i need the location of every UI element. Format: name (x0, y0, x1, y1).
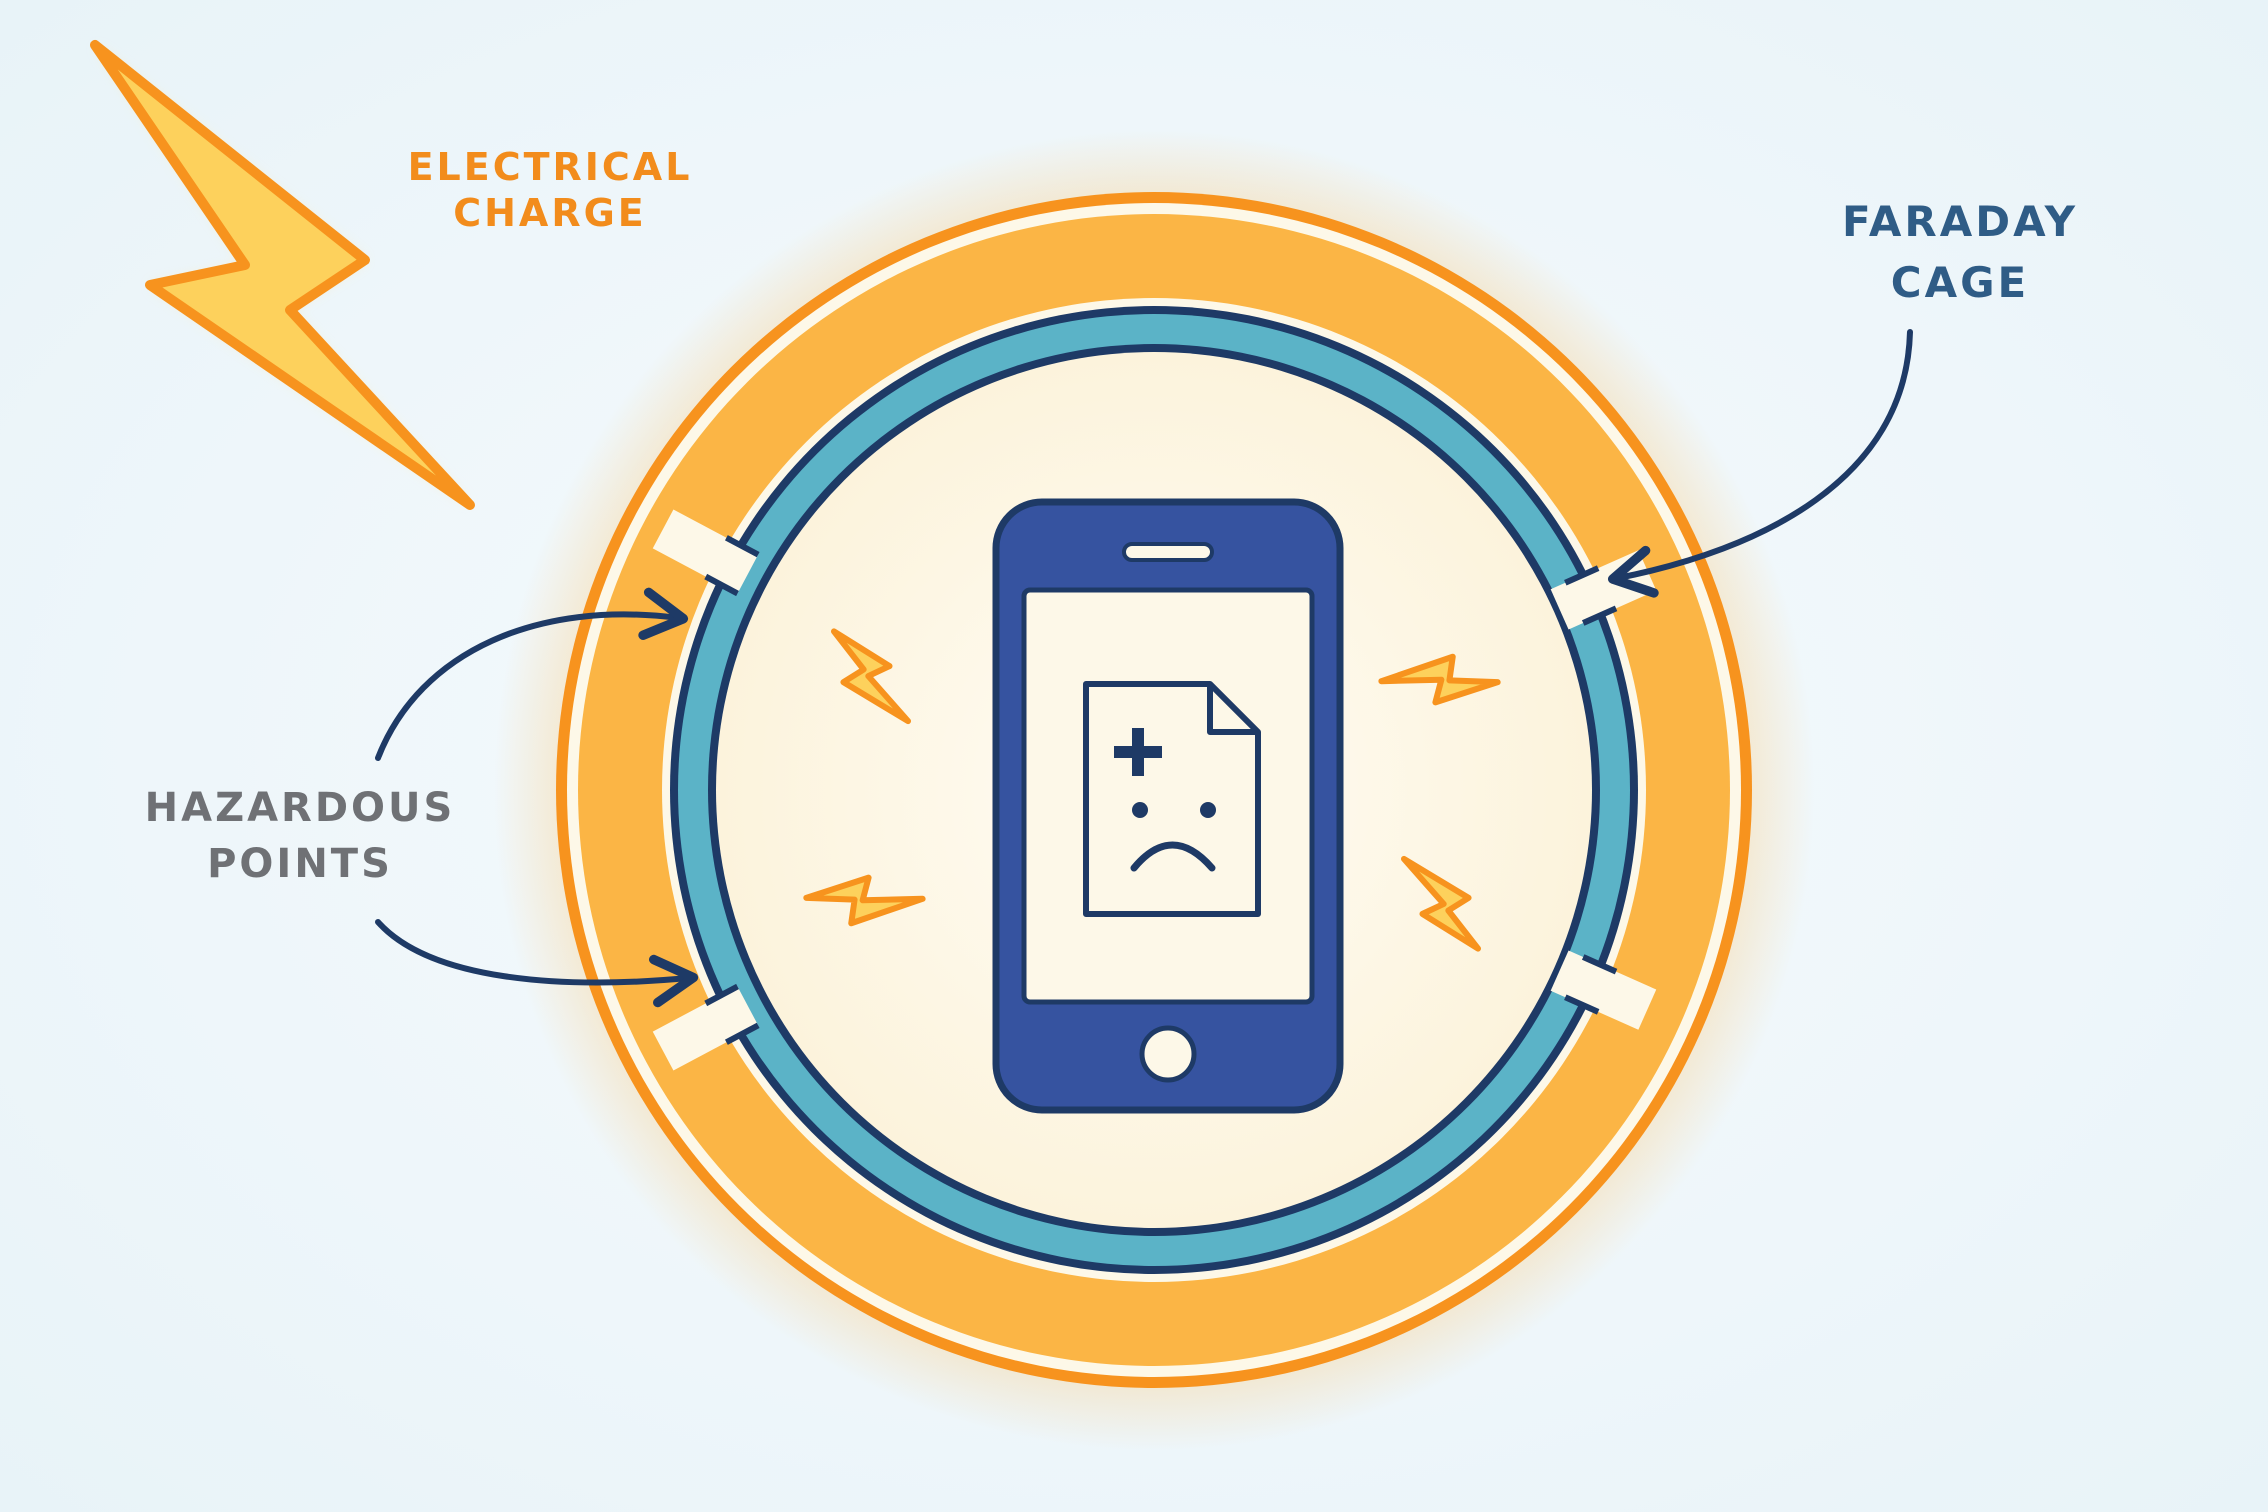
cage-gap-lower-right (1550, 950, 1657, 1030)
faraday-cage-label: FARADAY CAGE (1820, 192, 2100, 314)
sad-medical-document-icon (1083, 681, 1261, 917)
small-lightning-icon (803, 628, 1501, 952)
hazard-arrows (375, 587, 699, 1008)
electrical-charge-label-line2: CHARGE (453, 190, 647, 235)
faraday-arrow (1607, 329, 1913, 598)
electrical-charge-label-line1: ELECTRICAL (407, 145, 693, 189)
hazardous-points-label-line1: HAZARDOUS (144, 785, 456, 831)
faraday-cage-label-line1: FARADAY (1842, 197, 2078, 246)
cage-gap-lower-left (652, 983, 760, 1071)
faraday-cage-label-line2: CAGE (1890, 257, 2030, 307)
electrical-charge-label: ELECTRICAL CHARGE (395, 145, 705, 236)
lightning-bolt-icon (90, 40, 475, 510)
hazardous-points-label-line2: POINTS (207, 841, 393, 887)
hazardous-points-label: HAZARDOUS POINTS (140, 780, 460, 892)
cage-gap-upper-left (652, 509, 760, 597)
